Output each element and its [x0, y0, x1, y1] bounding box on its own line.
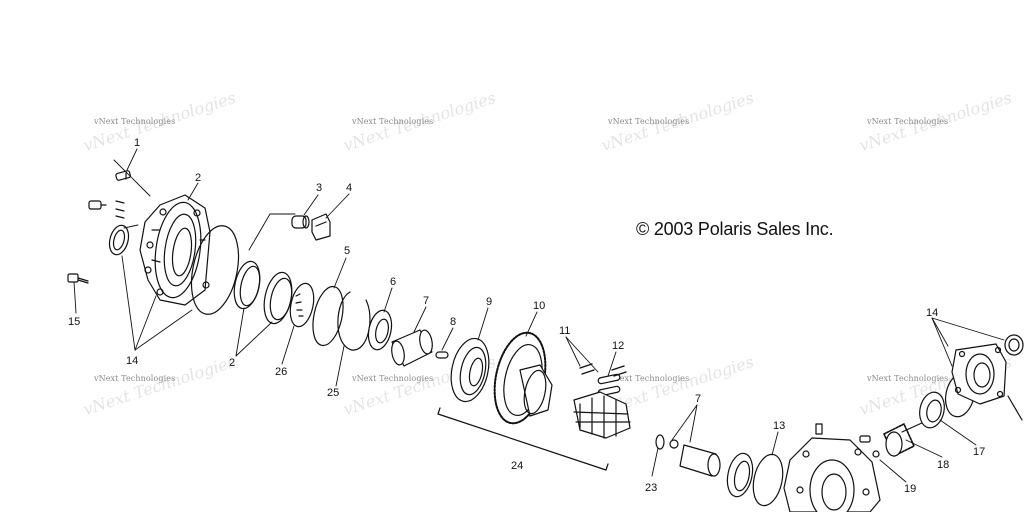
part-26-washer	[289, 282, 315, 328]
copyright-notice: © 2003 Polaris Sales Inc.	[636, 219, 834, 239]
part-main-housing	[783, 423, 881, 512]
part-7-sleeve	[391, 329, 433, 367]
part-small-bolts	[88, 200, 125, 219]
watermark-text: vNext Technologies	[867, 374, 949, 383]
part-5-snap-ring	[312, 285, 344, 347]
part-19-bolt	[859, 435, 880, 458]
part-9-bearing	[450, 337, 490, 403]
part-diff-cage	[573, 391, 631, 439]
callout-15: 15	[68, 316, 80, 328]
part-14-cover-right	[951, 343, 1023, 421]
leader-lines	[73, 148, 1005, 483]
watermark-text: vNext Technologies	[608, 117, 690, 126]
part-oring-large	[190, 225, 240, 315]
callout-14: 14	[126, 355, 138, 367]
callout-7: 7	[423, 295, 429, 307]
part-14-seal-right	[1004, 334, 1024, 356]
watermark-text: vNext Technologies	[608, 374, 690, 383]
callout-5: 5	[344, 245, 350, 257]
callout-25: 25	[327, 387, 339, 399]
part-15-bolt	[67, 273, 89, 284]
part-23-washer	[655, 434, 665, 450]
part-8-pin	[435, 351, 449, 359]
callout-13: 13	[773, 420, 785, 432]
part-4-clip	[311, 213, 331, 241]
part-1-pin	[115, 170, 131, 181]
callout-labels: 1 2 2 3 4 5 6 7 7 8 9 10 11 12 13 14 14 …	[68, 137, 985, 495]
part-10-ring-gear	[493, 331, 553, 425]
part-3-bushing	[291, 215, 310, 229]
part-12-pins	[597, 365, 627, 397]
part-2-housing-cover	[139, 194, 211, 306]
callout-12: 12	[612, 340, 624, 352]
callout-7: 7	[695, 393, 701, 405]
callout-10: 10	[533, 300, 545, 312]
part-7-sleeve-second	[669, 439, 721, 477]
callout-26: 26	[275, 366, 287, 378]
watermark-text: vNext Technologies	[94, 374, 176, 383]
callout-8: 8	[450, 316, 456, 328]
callout-23: 23	[645, 482, 657, 494]
part-14-seal-left	[108, 224, 130, 256]
callout-18: 18	[937, 459, 949, 471]
callout-2: 2	[195, 172, 201, 184]
part-6-bearing	[367, 309, 393, 351]
part-17-bearing	[919, 391, 945, 429]
watermark-text: vNext Technologies	[94, 117, 176, 126]
part-25-snap-ring	[337, 291, 371, 351]
callout-1: 1	[134, 137, 140, 149]
callout-24: 24	[511, 460, 523, 472]
callout-11: 11	[559, 325, 570, 337]
watermark-text: vNext Technologies	[352, 374, 434, 383]
watermark-text: vNext Technologies	[352, 117, 434, 126]
callout-9: 9	[486, 296, 492, 308]
part-18-pinion	[883, 421, 925, 457]
part-24-bracket	[437, 407, 609, 471]
callout-3: 3	[316, 182, 322, 194]
part-13-bearing	[726, 452, 784, 507]
callout-14: 14	[926, 307, 938, 319]
part-2-rings	[233, 260, 293, 325]
callout-2: 2	[229, 357, 235, 369]
callout-4: 4	[346, 182, 352, 194]
callout-6: 6	[390, 276, 396, 288]
callout-17: 17	[973, 446, 985, 458]
callout-19: 19	[904, 483, 916, 495]
watermark-text: vNext Technologies	[867, 117, 949, 126]
part-11-pins	[579, 363, 595, 375]
